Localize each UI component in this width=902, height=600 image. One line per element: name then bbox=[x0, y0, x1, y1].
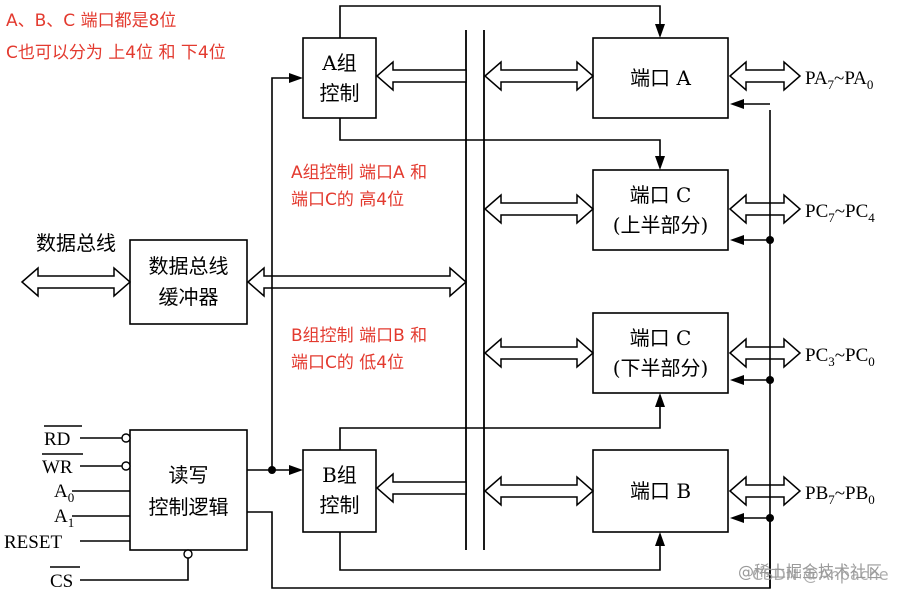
wr-signal-label: WR bbox=[42, 457, 73, 478]
arrow-port-a-pins bbox=[728, 60, 802, 92]
group-b-label-line2: 控制 bbox=[320, 493, 360, 517]
arrow-port-b-pins bbox=[728, 475, 802, 507]
port-b-label: 端口 B bbox=[630, 479, 691, 503]
note-port-c-split: C也可以分为 上4位 和 下4位 bbox=[6, 43, 226, 63]
port-c-upper-label-line2: (上半部分) bbox=[613, 213, 709, 237]
bus-arrows bbox=[20, 60, 802, 507]
port-a-block: 端口 A bbox=[592, 37, 729, 119]
arrow-port-c-lower-pins bbox=[728, 337, 802, 369]
arrow-external-data-bus bbox=[20, 266, 132, 298]
arrow-buffer-to-internal-bus bbox=[246, 266, 468, 298]
buffer-label-line2: 缓冲器 bbox=[159, 285, 219, 309]
control-signal-labels: RD WR A0 A1 RESET CS bbox=[4, 425, 83, 592]
rw-logic-label-line2: 控制逻辑 bbox=[149, 495, 229, 519]
annotation-notes: A、B、C 端口都是8位 C也可以分为 上4位 和 下4位 A组控制 端口A 和… bbox=[6, 11, 427, 373]
port-c-upper-block: 端口 C (上半部分) bbox=[592, 169, 729, 251]
pc-low-pin-label: PC3~PC0 bbox=[805, 345, 875, 369]
watermark-csdn: CSDN @Anpache bbox=[752, 565, 889, 584]
port-c-upper-label-line1: 端口 C bbox=[630, 183, 692, 207]
port-c-lower-label-line1: 端口 C bbox=[630, 326, 692, 350]
arrow-bus-port-a bbox=[483, 60, 595, 92]
reset-signal-label: RESET bbox=[4, 532, 62, 553]
pin-labels: PA7~PA0 PC7~PC4 PC3~PC0 PB7~PB0 bbox=[805, 68, 875, 507]
note-ports-8bit: A、B、C 端口都是8位 bbox=[6, 11, 176, 31]
group-a-label-line2: 控制 bbox=[320, 81, 360, 105]
internal-data-bus bbox=[465, 30, 485, 550]
note-group-a-line1: A组控制 端口A 和 bbox=[291, 163, 427, 183]
port-c-lower-block: 端口 C (下半部分) bbox=[592, 312, 729, 394]
arrow-bus-to-group-a bbox=[375, 60, 467, 92]
arrow-bus-port-c-lower bbox=[483, 337, 595, 369]
port-c-lower-label-line2: (下半部分) bbox=[613, 356, 709, 380]
note-group-b-line1: B组控制 端口B 和 bbox=[291, 326, 427, 346]
pc-high-pin-label: PC7~PC4 bbox=[805, 201, 875, 225]
port-b-block: 端口 B bbox=[592, 449, 729, 533]
a1-signal-label: A1 bbox=[54, 506, 74, 530]
rw-logic-label-line1: 读写 bbox=[169, 463, 209, 487]
group-a-label-line1: A组 bbox=[321, 51, 356, 75]
group-b-label-line1: B组 bbox=[322, 463, 357, 487]
group-a-control-block: A组 控制 bbox=[302, 37, 377, 119]
control-wires bbox=[72, 5, 774, 589]
rd-signal-label: RD bbox=[44, 429, 70, 450]
buffer-label-line1: 数据总线 bbox=[149, 254, 229, 278]
cs-signal-label: CS bbox=[50, 571, 73, 592]
note-group-a-line2: 端口C的 高4位 bbox=[291, 190, 404, 210]
group-b-control-block: B组 控制 bbox=[302, 449, 377, 533]
arrow-bus-port-b bbox=[483, 475, 595, 507]
arrow-port-c-upper-pins bbox=[728, 193, 802, 225]
arrow-bus-port-c-upper bbox=[483, 193, 595, 225]
data-bus-buffer-block: 数据总线 缓冲器 bbox=[129, 239, 248, 325]
note-group-b-line2: 端口C的 低4位 bbox=[291, 353, 404, 373]
a0-signal-label: A0 bbox=[54, 481, 74, 505]
pa-pin-label: PA7~PA0 bbox=[805, 68, 873, 92]
watermark-overlay: @稀土掘金技术社区 bbox=[738, 562, 882, 581]
arrow-bus-to-group-b bbox=[375, 472, 467, 504]
read-write-control-logic-block: 读写 控制逻辑 bbox=[129, 429, 248, 551]
pb-pin-label: PB7~PB0 bbox=[805, 483, 875, 507]
port-a-label: 端口 A bbox=[630, 66, 691, 90]
external-data-bus-label: 数据总线 bbox=[36, 231, 116, 255]
